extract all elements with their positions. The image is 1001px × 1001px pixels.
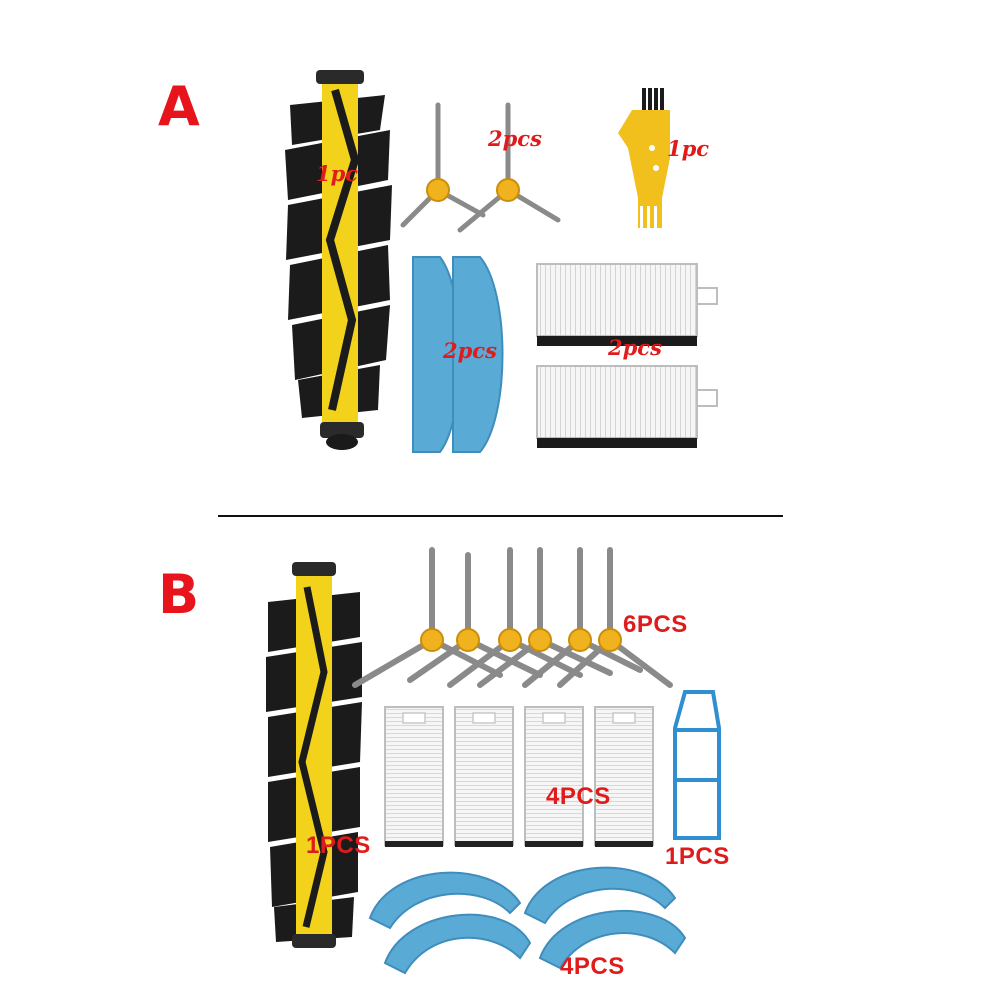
label-filters-b: 4PCS: [546, 783, 611, 810]
main-roller-brush-a: [285, 70, 392, 450]
label-cleaning-tool-a: 1pc: [667, 136, 710, 161]
label-side-brushes-a: 2pcs: [488, 126, 542, 151]
mop-pads-b: [368, 866, 687, 975]
mesh-filter-b: [673, 690, 721, 840]
filters-b: [384, 706, 654, 847]
filters-a: [536, 263, 718, 448]
main-roller-brush-b: [266, 562, 362, 948]
side-brushes-b: [352, 547, 673, 688]
side-brushes-a: [400, 102, 561, 233]
label-mop-pads-b: 4PCS: [560, 953, 625, 980]
label-main-brush-a: 1pc: [316, 161, 359, 186]
mop-pads-a: [412, 256, 504, 453]
label-mop-pads-a: 2pcs: [443, 338, 497, 363]
cleaning-tool-a: [618, 88, 670, 228]
label-filters-a: 2pcs: [608, 335, 662, 360]
label-main-brush-b: 1PCS: [306, 832, 371, 859]
section-divider: [218, 515, 783, 517]
label-side-brushes-b: 6PCS: [623, 611, 688, 638]
section-a-letter: A: [158, 75, 200, 138]
label-mesh-filter-b: 1PCS: [665, 843, 730, 870]
section-b-letter: B: [158, 563, 200, 626]
